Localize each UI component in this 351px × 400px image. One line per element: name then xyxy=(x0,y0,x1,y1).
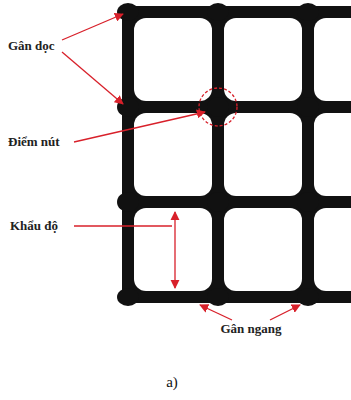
part-label: Điểm nút xyxy=(8,135,60,149)
part-label: Khẩu độ xyxy=(10,219,58,233)
figure-caption: a) xyxy=(166,374,178,391)
part-label: Gân ngang xyxy=(220,322,281,336)
leader-lines xyxy=(62,14,300,320)
geogrid xyxy=(117,3,351,306)
part-label: Gân dọc xyxy=(8,39,55,53)
